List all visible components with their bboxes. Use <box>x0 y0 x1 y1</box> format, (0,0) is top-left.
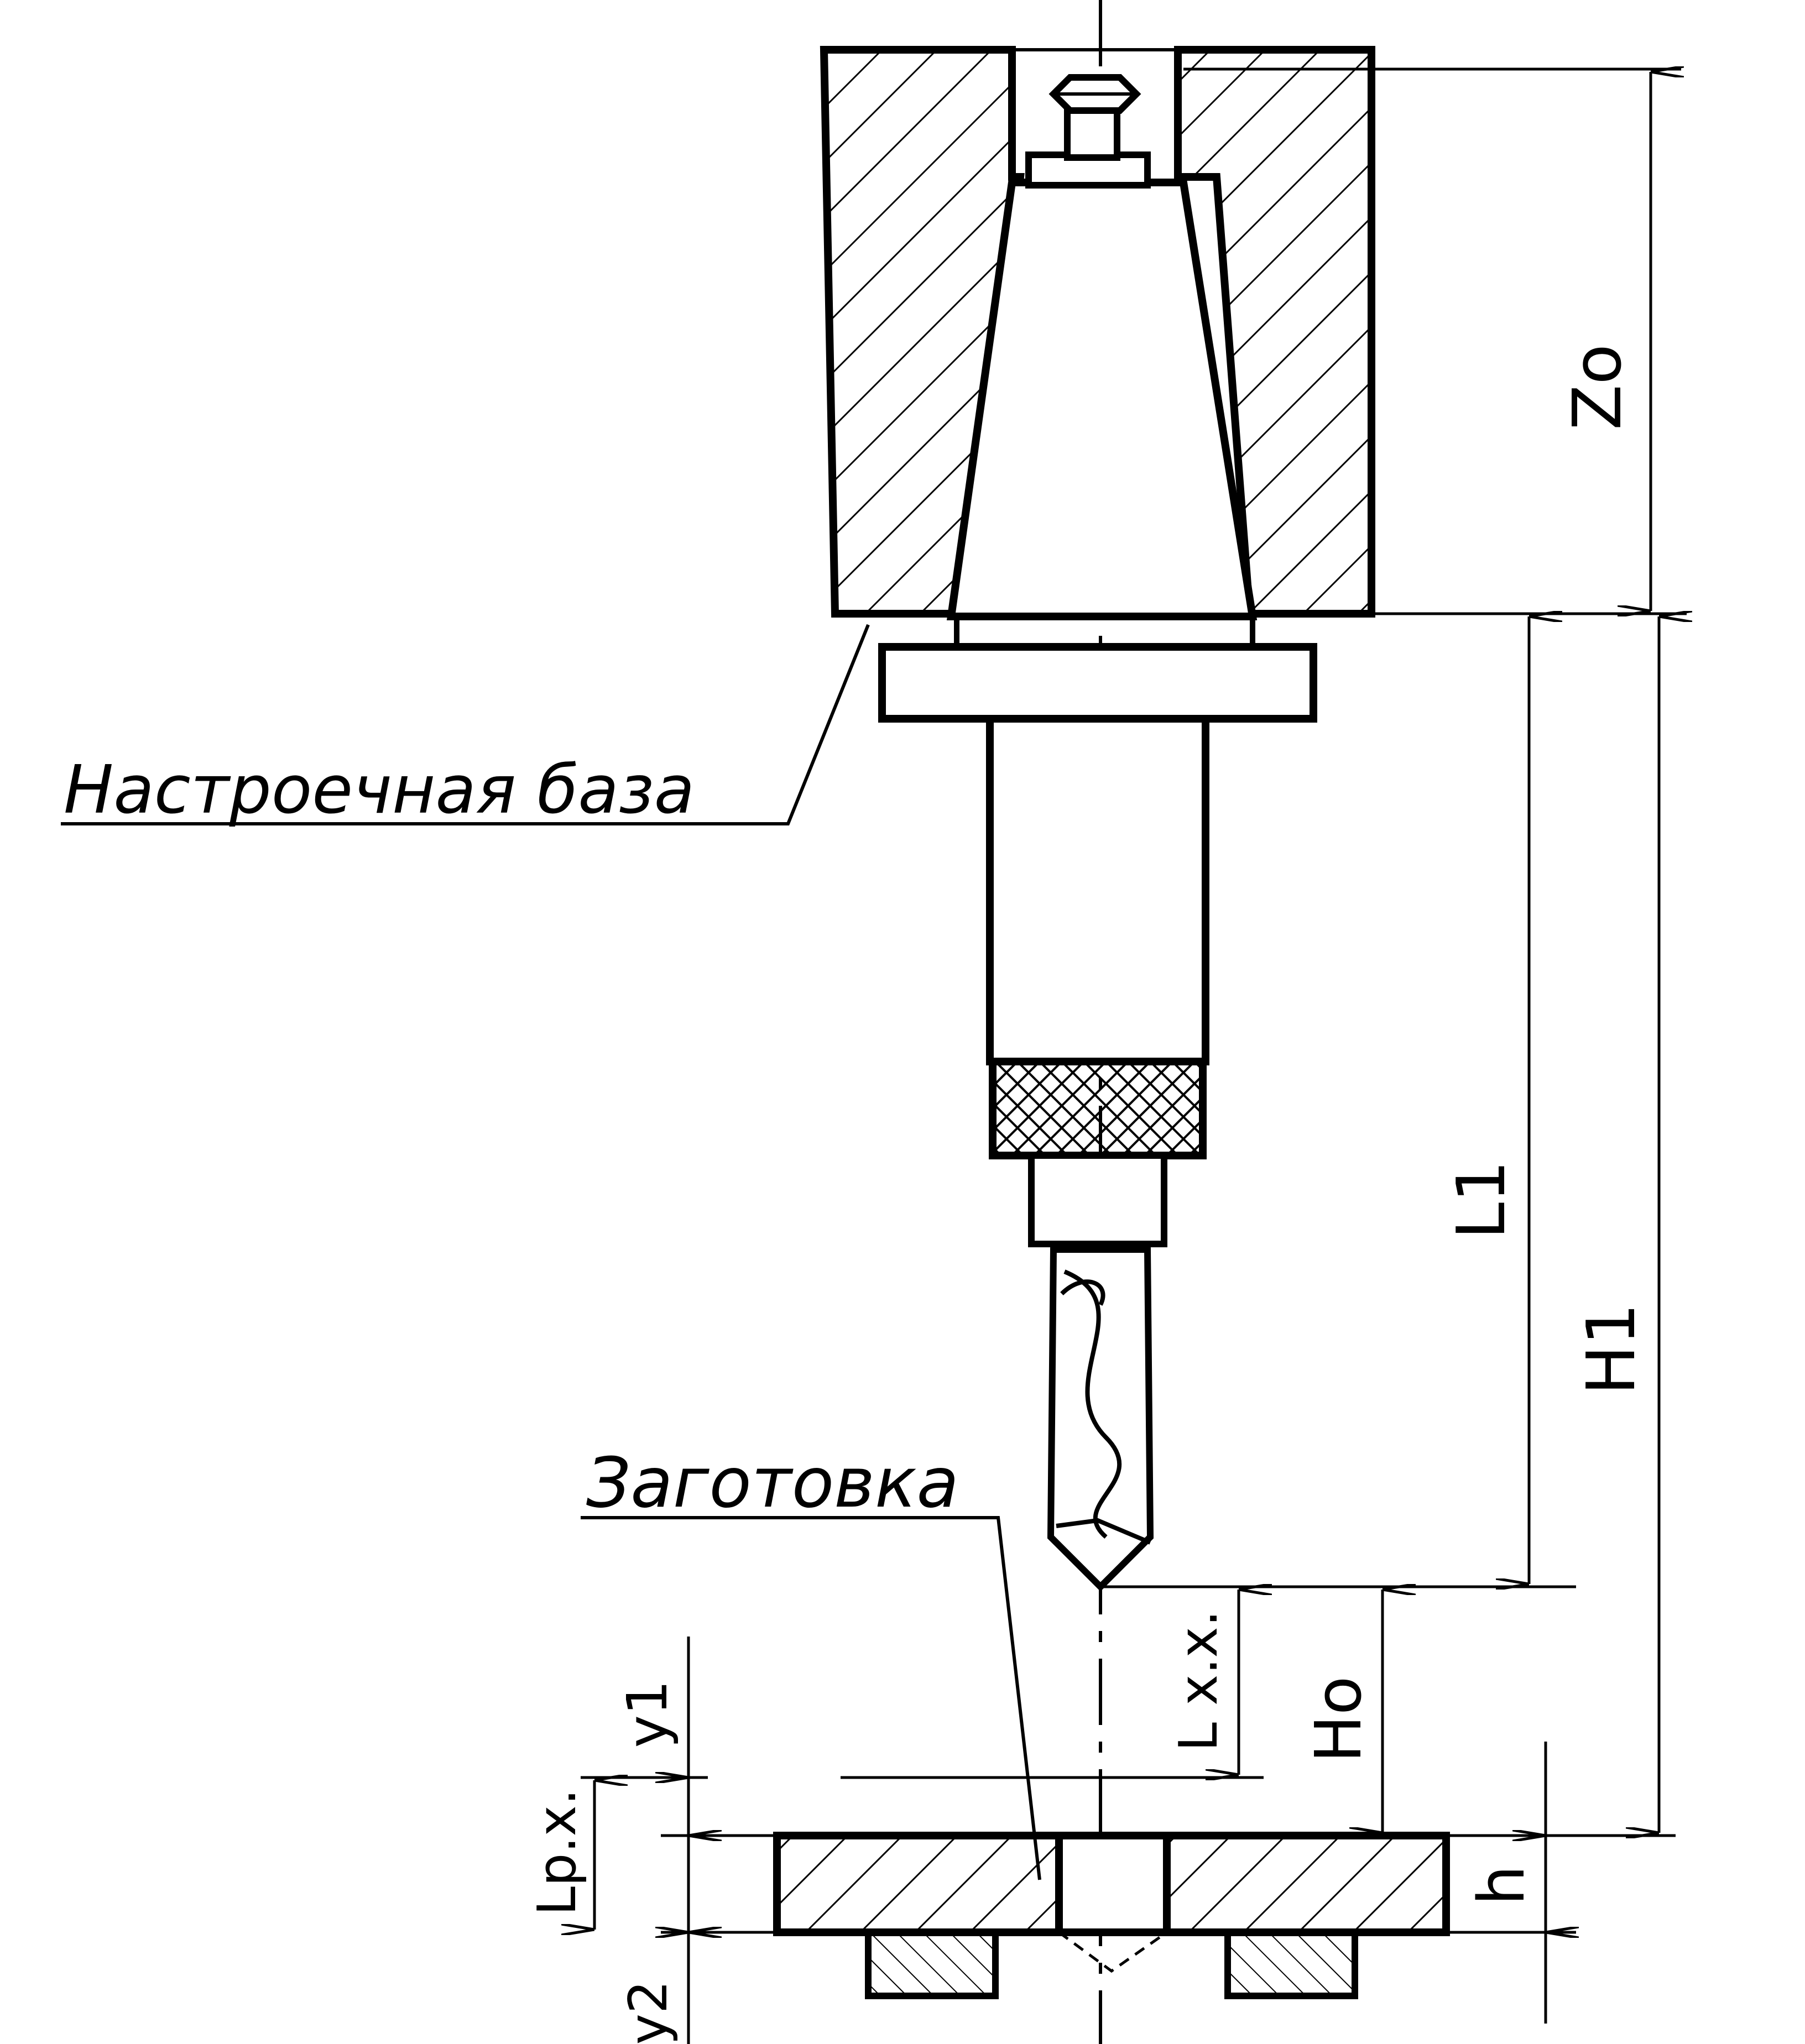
dim-label-lxx: L x.x. <box>1168 1610 1229 1752</box>
dim-label-l1: L1 <box>1443 1160 1520 1239</box>
leader-setup-base <box>61 624 870 825</box>
label-workpiece: Заготовка <box>586 1443 959 1523</box>
support-right <box>1224 1929 1358 1999</box>
dimension-lines <box>594 72 1659 2044</box>
leader-workpiece <box>581 1516 1041 1880</box>
dim-label-lpx: Lp.x. <box>527 1789 588 1916</box>
dim-label-y1: y1 <box>615 1680 680 1748</box>
leader-lines <box>61 624 1041 1880</box>
holder-shank <box>986 715 1209 1065</box>
dim-label-h: h <box>1465 1865 1539 1906</box>
collet <box>1028 1152 1167 1247</box>
tool-holder-taper <box>946 74 1258 620</box>
knurled-nut <box>989 1058 1207 1159</box>
label-setup-base: Настроечная база <box>64 752 695 829</box>
dim-label-z0: Zo <box>1559 344 1636 430</box>
holder-flange <box>878 643 1317 723</box>
support-left <box>865 1929 999 1999</box>
dim-label-y2: y2 <box>618 1980 679 2044</box>
dim-label-h1: H1 <box>1573 1303 1650 1395</box>
dim-label-h0: Ho <box>1302 1676 1376 1763</box>
drill-bit <box>1047 1246 1154 1592</box>
